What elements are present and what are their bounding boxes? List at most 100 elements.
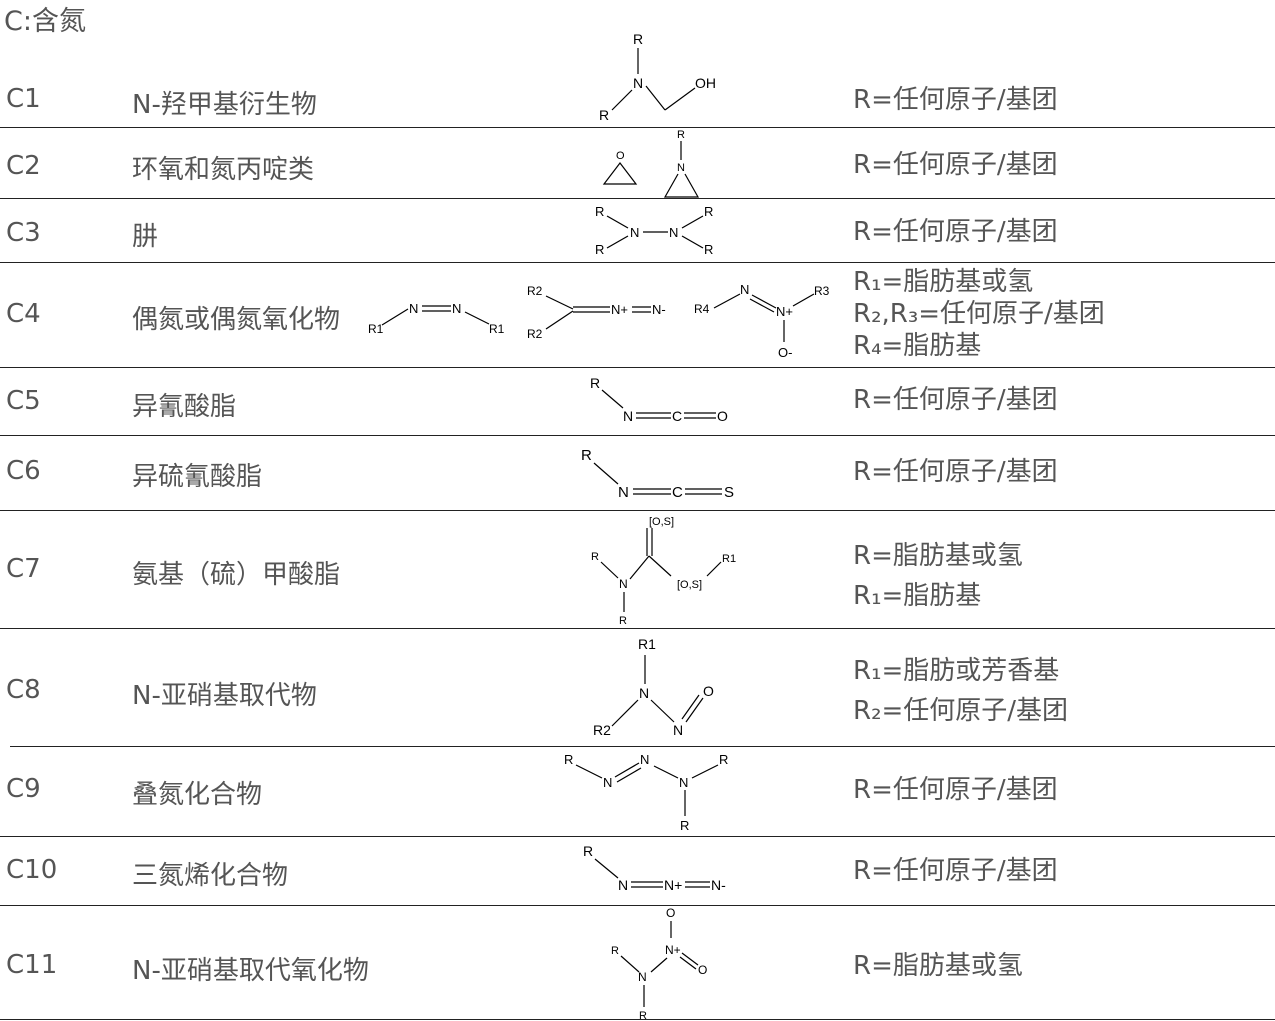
row-code: C9 xyxy=(6,774,41,804)
svg-text:N: N xyxy=(639,685,649,701)
svg-text:R: R xyxy=(599,107,609,123)
svg-text:N: N xyxy=(740,282,749,297)
svg-text:O: O xyxy=(698,963,707,977)
svg-text:R: R xyxy=(680,818,689,833)
structure-azide: R N N N R R xyxy=(564,752,728,833)
row-name: 异硫氰酸脂 xyxy=(132,462,263,492)
structure-epoxide-aziridine: O R N xyxy=(602,129,700,198)
row-name: N-羟甲基衍生物 xyxy=(132,90,317,120)
svg-text:C: C xyxy=(672,484,683,501)
row-name: 环氧和氮丙啶类 xyxy=(132,155,315,185)
row-name: 叠氮化合物 xyxy=(132,780,263,810)
svg-text:R: R xyxy=(704,242,713,257)
svg-text:N: N xyxy=(623,408,633,424)
structure-n-nitroso-oxide: O N+ O R N R xyxy=(611,906,707,1021)
structure-n-hydroxymethyl: R N OH R xyxy=(599,31,716,123)
svg-text:N: N xyxy=(640,752,649,767)
svg-text:N: N xyxy=(630,225,639,240)
svg-text:N: N xyxy=(638,970,647,984)
svg-text:N: N xyxy=(679,775,688,790)
svg-text:R: R xyxy=(591,551,599,563)
svg-text:N: N xyxy=(409,301,418,316)
svg-text:N+: N+ xyxy=(611,302,628,317)
svg-text:O: O xyxy=(616,150,625,162)
row-name: 三氮烯化合物 xyxy=(132,861,289,891)
svg-text:N: N xyxy=(669,225,678,240)
row-divider xyxy=(0,510,1275,511)
row-code: C8 xyxy=(6,675,41,705)
svg-text:R: R xyxy=(595,204,604,219)
structure-isothiocyanate: R N C S xyxy=(581,447,734,501)
row-name: 异氰酸脂 xyxy=(132,392,237,422)
row-name: 氨基（硫）甲酸脂 xyxy=(132,560,341,590)
row-code: C6 xyxy=(6,456,41,486)
svg-text:R1: R1 xyxy=(368,322,384,336)
svg-text:O: O xyxy=(717,408,728,424)
row-divider xyxy=(0,198,1275,199)
svg-text:[O,S]: [O,S] xyxy=(649,516,674,528)
svg-text:R: R xyxy=(619,615,627,627)
svg-text:N: N xyxy=(619,577,628,591)
svg-text:R: R xyxy=(583,843,593,859)
section-heading: C:含氮 xyxy=(4,6,86,37)
svg-text:OH: OH xyxy=(695,75,716,91)
row-divider xyxy=(0,435,1275,436)
svg-text:R1: R1 xyxy=(638,636,656,652)
svg-text:C: C xyxy=(672,408,682,424)
structure-hydrazine: R R N N R R xyxy=(595,204,713,257)
svg-text:R: R xyxy=(564,752,573,767)
svg-text:[O,S]: [O,S] xyxy=(677,579,702,591)
row-code: C2 xyxy=(6,151,41,181)
row-description: R=任何原子/基团 xyxy=(853,385,1058,415)
structure-isocyanate: R N C O xyxy=(590,375,728,424)
svg-text:R: R xyxy=(704,204,713,219)
svg-text:R: R xyxy=(581,447,592,464)
row-code: C10 xyxy=(6,855,58,885)
svg-text:N: N xyxy=(677,162,685,174)
row-divider xyxy=(0,836,1275,837)
svg-text:R: R xyxy=(611,945,619,957)
svg-text:N+: N+ xyxy=(664,877,682,893)
row-code: C3 xyxy=(6,218,41,248)
row-description: R=任何原子/基团 xyxy=(853,457,1058,487)
row-description: R=任何原子/基团 xyxy=(853,856,1058,886)
svg-text:N+: N+ xyxy=(665,943,681,957)
svg-text:O: O xyxy=(703,683,714,699)
row-code: C5 xyxy=(6,386,41,416)
svg-text:O: O xyxy=(666,906,675,920)
svg-text:R: R xyxy=(677,129,685,141)
row-name: 偶氮或偶氮氧化物 xyxy=(132,305,341,335)
row-code: C4 xyxy=(6,299,41,329)
svg-text:R2: R2 xyxy=(527,327,543,341)
svg-text:N: N xyxy=(618,877,628,893)
svg-text:N: N xyxy=(633,75,643,91)
row-divider xyxy=(0,262,1275,263)
structure-azo-azoxy: R1 N N R1 R2 R2 N+ N- R4 N N+ R3 O- xyxy=(368,282,830,360)
row-description: R=脂肪基或氢 xyxy=(853,951,1023,981)
row-divider xyxy=(0,367,1275,368)
svg-text:N: N xyxy=(452,301,461,316)
svg-text:R: R xyxy=(719,752,728,767)
svg-text:R1: R1 xyxy=(489,322,505,336)
row-divider xyxy=(0,628,1275,629)
row-description: R=任何原子/基团 xyxy=(853,775,1058,805)
row-divider xyxy=(10,746,1275,747)
structure-carbamate: [O,S] R N [O,S] R1 R xyxy=(591,516,736,627)
svg-text:N: N xyxy=(618,484,629,501)
structure-n-nitroso: R1 N R2 N O xyxy=(593,636,714,738)
svg-text:R3: R3 xyxy=(814,284,830,298)
svg-text:N: N xyxy=(673,722,683,738)
svg-text:R: R xyxy=(595,242,604,257)
svg-text:N: N xyxy=(603,775,612,790)
svg-text:S: S xyxy=(724,484,734,501)
row-name: N-亚硝基取代物 xyxy=(132,681,317,711)
svg-text:N-: N- xyxy=(711,877,726,893)
svg-text:R1: R1 xyxy=(722,553,736,565)
svg-text:N+: N+ xyxy=(776,304,793,319)
svg-text:N-: N- xyxy=(652,302,666,317)
svg-text:R: R xyxy=(633,31,643,47)
svg-text:R2: R2 xyxy=(593,722,611,738)
row-code: C7 xyxy=(6,554,41,584)
